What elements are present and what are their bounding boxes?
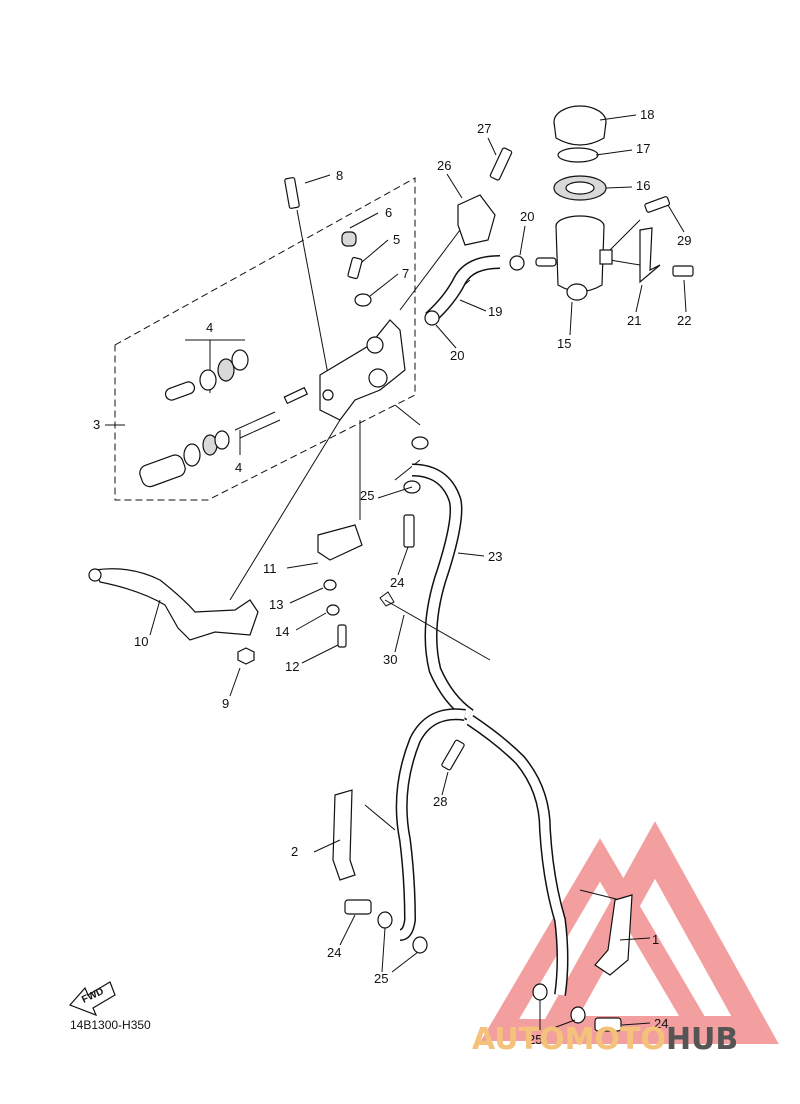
label-part-3: 3 xyxy=(93,417,100,432)
union-bolt-lower-right xyxy=(594,1017,622,1032)
label-part-26: 26 xyxy=(437,158,451,173)
label-part-14: 14 xyxy=(275,624,289,639)
label-part-15: 15 xyxy=(557,336,571,351)
label-part-25-a: 25 xyxy=(360,488,374,503)
label-part-10: 10 xyxy=(134,634,148,649)
label-part-18: 18 xyxy=(640,107,654,122)
label-part-9: 9 xyxy=(222,696,229,711)
bolt-28 xyxy=(441,739,465,771)
label-part-25-c: 25 xyxy=(528,1032,542,1047)
brake-lever xyxy=(94,568,259,641)
hose-guide-1 xyxy=(594,894,633,976)
label-part-24-c: 24 xyxy=(654,1016,668,1031)
bleed-screw xyxy=(347,256,363,280)
union-bolt-upper xyxy=(403,514,415,548)
washer-13 xyxy=(323,579,337,591)
label-part-20-a: 20 xyxy=(520,209,534,224)
label-part-1: 1 xyxy=(652,932,659,947)
label-part-4-b: 4 xyxy=(235,460,242,475)
label-part-23: 23 xyxy=(488,549,502,564)
watermark-text: AUTOMOTOHUB xyxy=(472,1022,738,1057)
nut-9 xyxy=(237,647,255,665)
bolt-27 xyxy=(489,147,513,181)
label-part-4-a: 4 xyxy=(206,320,213,335)
label-part-28: 28 xyxy=(433,794,447,809)
label-part-21: 21 xyxy=(627,313,641,328)
brake-switch xyxy=(317,524,363,561)
clip-20-upper xyxy=(509,255,525,271)
watermark-part2: HUB xyxy=(665,1022,739,1057)
union-bolt-lower-left xyxy=(344,899,372,915)
label-part-7: 7 xyxy=(402,266,409,281)
washer-25-e xyxy=(532,983,548,1001)
label-part-20-b: 20 xyxy=(450,348,464,363)
holder-26 xyxy=(457,194,496,246)
label-part-6: 6 xyxy=(385,205,392,220)
nut-14 xyxy=(326,604,340,616)
label-part-27: 27 xyxy=(477,121,491,136)
washer-25-a xyxy=(411,436,429,450)
reservoir-stay xyxy=(639,227,661,284)
label-part-8: 8 xyxy=(336,168,343,183)
washer-7 xyxy=(354,293,372,307)
label-part-13: 13 xyxy=(269,597,283,612)
screw-12 xyxy=(337,624,347,648)
label-leaders xyxy=(149,114,687,1031)
label-part-2: 2 xyxy=(291,844,298,859)
label-part-30: 30 xyxy=(383,652,397,667)
label-part-11: 11 xyxy=(263,561,277,576)
label-part-16: 16 xyxy=(636,178,650,193)
diagram-code: 14B1300-H350 xyxy=(70,1018,151,1032)
screw-22 xyxy=(672,265,694,277)
label-part-29: 29 xyxy=(677,233,691,248)
label-part-17: 17 xyxy=(636,141,650,156)
label-part-24-b: 24 xyxy=(327,945,341,960)
label-part-12: 12 xyxy=(285,659,299,674)
cable-tie-30 xyxy=(379,591,491,661)
fwd-arrow-icon: FWD xyxy=(68,981,116,1017)
screw-29 xyxy=(644,196,671,213)
part-labels: 1 2 3 4 4 5 6 7 8 9 10 11 12 13 14 15 16… xyxy=(93,107,691,1047)
label-part-19: 19 xyxy=(488,304,502,319)
washer-25-d xyxy=(412,936,428,954)
reservoir-assembly xyxy=(535,105,613,301)
washer-25-c xyxy=(377,911,393,929)
master-cylinder-body xyxy=(319,319,406,421)
label-part-5: 5 xyxy=(393,232,400,247)
bolt-8 xyxy=(284,177,300,209)
bleed-cap xyxy=(341,231,357,247)
assembly-outline xyxy=(114,177,416,501)
hose-guide-2 xyxy=(332,789,356,881)
watermark-part1: AUTOMOTO xyxy=(472,1022,666,1057)
label-part-25-b: 25 xyxy=(374,971,388,986)
label-part-22: 22 xyxy=(677,313,691,328)
clip-20-lower xyxy=(424,310,440,326)
label-part-24-a: 24 xyxy=(390,575,404,590)
leader-lines xyxy=(105,209,641,901)
piston-kit-lower xyxy=(139,386,309,488)
washer-25-f xyxy=(570,1006,586,1024)
piston-kit-upper xyxy=(164,349,249,401)
